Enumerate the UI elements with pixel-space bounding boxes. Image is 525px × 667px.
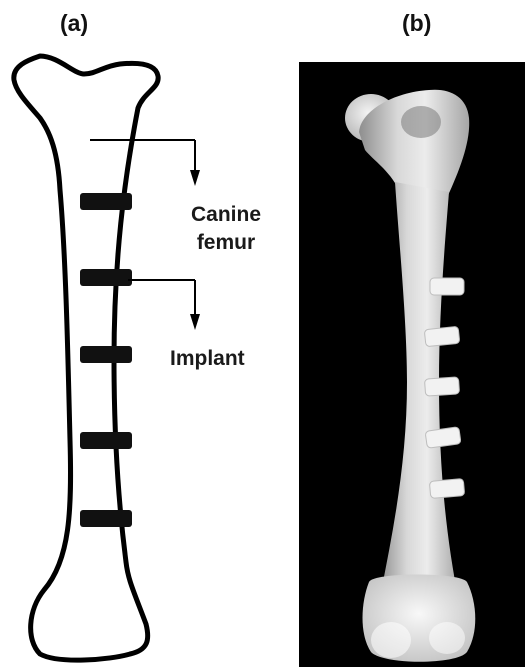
implant-3 <box>80 346 132 363</box>
implant-2 <box>80 269 132 286</box>
implant-leader-arrow <box>128 280 200 330</box>
panel-b-label: (b) <box>402 10 431 37</box>
implant-4 <box>80 432 132 449</box>
femur-photograph <box>299 62 525 667</box>
implant-label: Implant <box>170 345 276 373</box>
photo-implant-3 <box>424 377 459 396</box>
implant-1 <box>80 193 132 210</box>
femur-photo-drawing <box>299 62 525 667</box>
photo-implant-2 <box>424 326 460 346</box>
photo-implant-5 <box>429 479 464 499</box>
femur-schematic <box>0 0 300 667</box>
implant-5 <box>80 510 132 527</box>
photo-implant-1 <box>430 278 464 295</box>
